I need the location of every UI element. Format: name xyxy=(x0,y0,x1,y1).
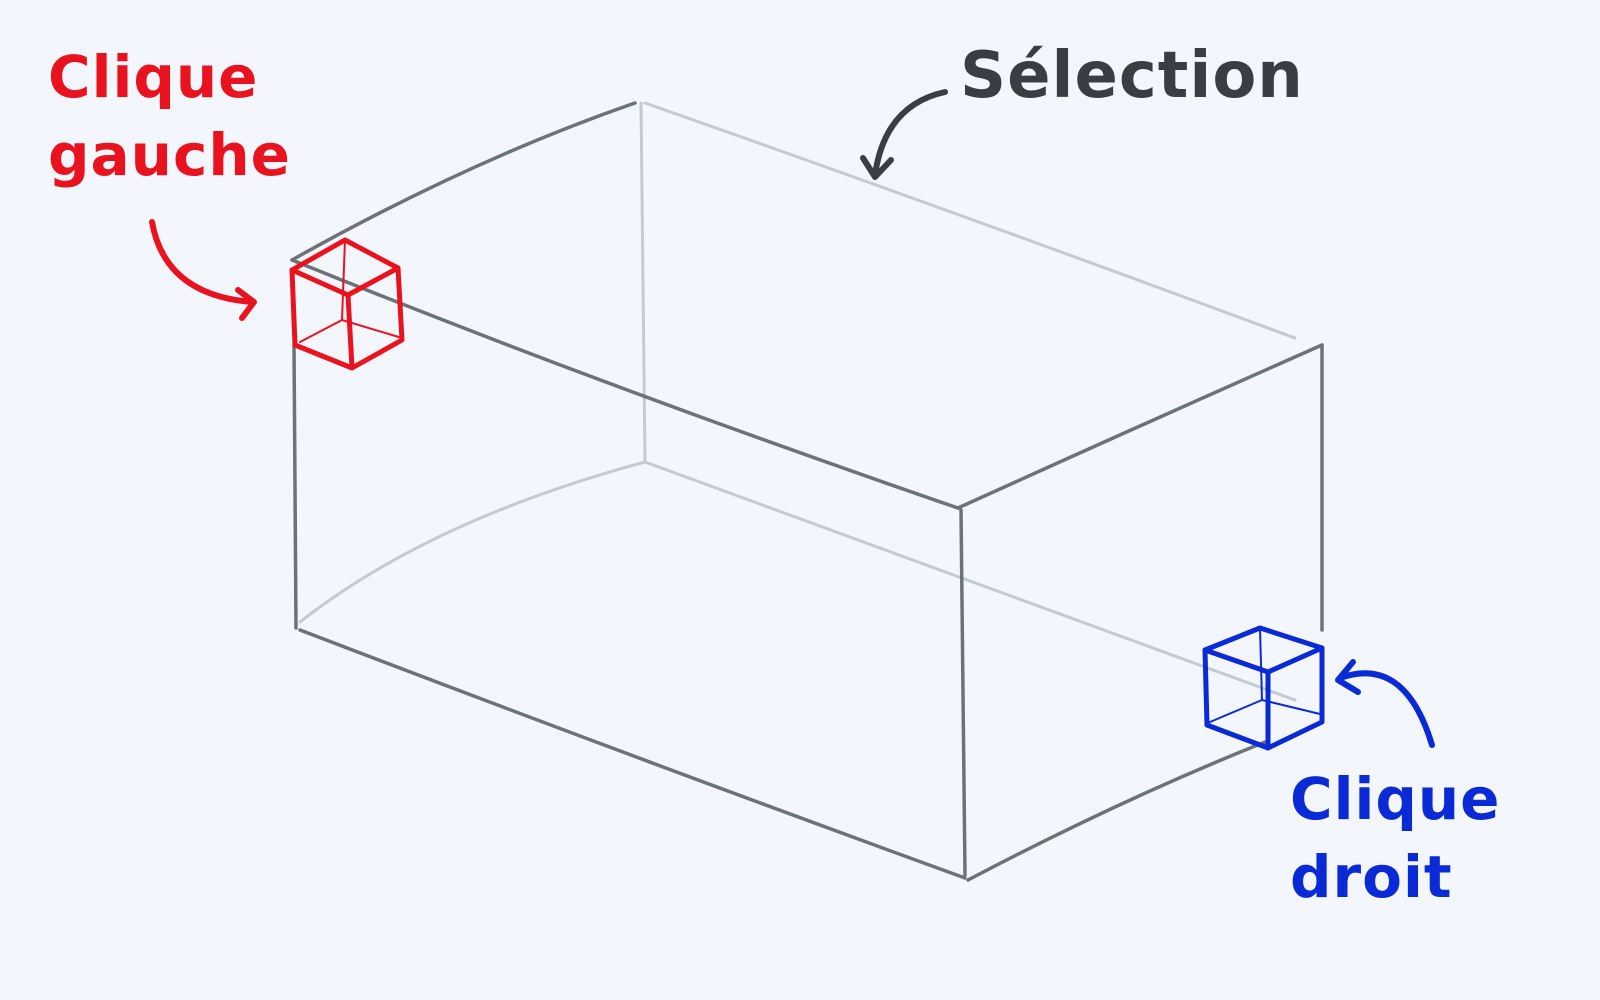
box-front-edges xyxy=(290,101,1324,882)
left-click-label-line2: gauche xyxy=(48,121,291,189)
left-click-arrow-icon xyxy=(149,219,257,321)
box-edge-vertical-left xyxy=(292,343,298,630)
left-click-cube-icon xyxy=(289,237,405,371)
box-edge-bottom-back-left xyxy=(298,460,647,624)
box-edge-vertical-front xyxy=(959,508,967,877)
box-edge-top-back xyxy=(643,101,1297,340)
selection-arrow-icon xyxy=(860,89,948,180)
box-edge-bottom-right xyxy=(966,740,1267,882)
box-edge-top-left xyxy=(290,101,637,262)
box-edge-top-front xyxy=(290,258,960,510)
right-click-arrow-icon xyxy=(1335,659,1435,748)
left-click-label-line1: Clique xyxy=(48,43,259,111)
box-edge-bottom-left xyxy=(298,628,967,880)
right-click-cube-icon xyxy=(1202,625,1325,751)
box-edge-bottom-back-right xyxy=(643,460,1297,702)
right-click-label-line1: Clique xyxy=(1290,765,1501,833)
box-back-edges xyxy=(298,101,1297,702)
box-edge-top-right xyxy=(956,343,1324,510)
left-click-label: Clique gauche xyxy=(48,38,291,194)
right-click-label-line2: droit xyxy=(1290,843,1453,911)
right-click-label: Clique droit xyxy=(1290,760,1500,916)
selection-label: Sélection xyxy=(960,39,1304,113)
box-edge-vertical-back xyxy=(639,101,647,464)
